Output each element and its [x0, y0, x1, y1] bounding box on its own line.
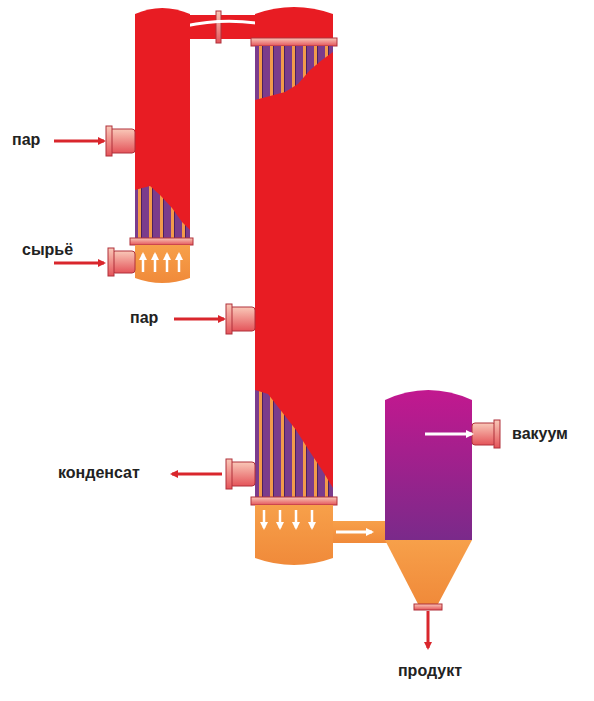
flow-label: пар	[130, 308, 158, 327]
flow-label: пар	[12, 130, 40, 149]
separator	[385, 390, 500, 610]
flow-label: сырьё	[22, 240, 73, 259]
product-pipe	[333, 521, 387, 543]
flow-label: конденсат	[58, 463, 140, 482]
flow-label: вакуум	[512, 424, 568, 443]
preheater-column	[106, 8, 193, 283]
flow-label: продукт	[398, 661, 462, 680]
flow-arrows	[54, 141, 428, 648]
vapour-pipe	[185, 15, 260, 39]
falling-film-column	[226, 7, 337, 565]
